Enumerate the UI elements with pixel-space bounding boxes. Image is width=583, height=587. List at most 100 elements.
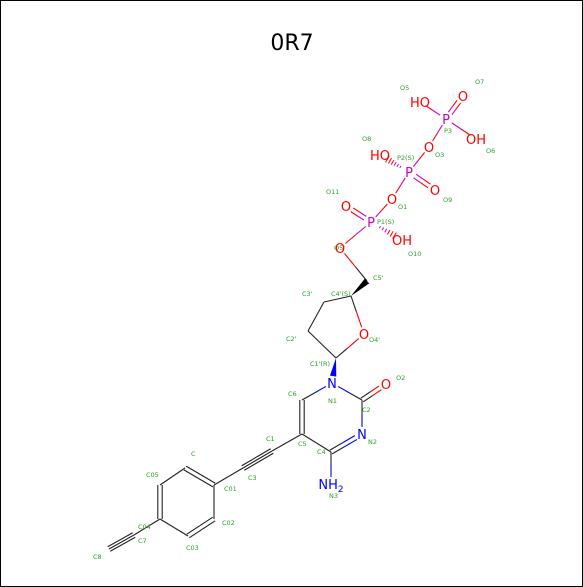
- bond-C7-C8: [107, 532, 136, 552]
- atom-name-C04: C04: [138, 523, 151, 531]
- atom-name-C6: C6: [288, 390, 297, 398]
- bond-P3-O3: [432, 124, 443, 142]
- atom-O8: HO: [370, 149, 390, 164]
- atom-name-O1: O1: [398, 203, 407, 211]
- atom-name-O6: O6: [486, 147, 495, 155]
- atom-name-C1p: C1'(R): [310, 360, 330, 368]
- bond-P1-O10: [378, 226, 397, 239]
- atom-name-P2: P2(S): [397, 154, 414, 162]
- atom-symbol: O: [387, 193, 397, 208]
- atom-name-O9: O9: [443, 196, 452, 204]
- atom-name-N1: N1: [328, 397, 337, 405]
- bond-C1p-N1: [329, 358, 337, 377]
- atom-name-O10: O10: [408, 250, 421, 258]
- atom-O7: O: [458, 90, 468, 105]
- atom-O5p: O: [335, 242, 345, 257]
- atom-name-O4p: O4': [369, 336, 380, 344]
- bond-P3-O7: [447, 99, 462, 116]
- atom-name-O5p: O5': [334, 244, 345, 252]
- atom-O3: O: [424, 141, 434, 156]
- atom-O10: OH: [392, 234, 412, 249]
- atom-symbol: N: [327, 377, 337, 392]
- atom-name-C2p: C2': [286, 335, 297, 343]
- atom-symbol: O: [424, 141, 434, 156]
- atom-name-P3: P3: [444, 127, 452, 135]
- atom-N1: N: [327, 377, 337, 392]
- bond-O5p-C5p: [344, 253, 368, 282]
- atom-symbol: HO: [370, 149, 390, 164]
- bond-C2p-C1p: [307, 330, 337, 359]
- atom-name-C3p: C3': [302, 290, 313, 298]
- bond-C3p-C2p: [307, 301, 325, 332]
- atom-symbol: O: [335, 242, 345, 257]
- bond-P1-O11: [350, 207, 367, 221]
- atom-O6: OH: [466, 133, 486, 148]
- atom-symbol: P: [442, 113, 450, 128]
- bond-C4p-O4p: [350, 295, 363, 328]
- bond-C6-N1: [301, 385, 327, 401]
- bond-C1p-O4p: [335, 338, 360, 359]
- diagram-title: 0R7: [270, 31, 313, 56]
- atom-name-O2: O2: [396, 374, 405, 382]
- bond-O3-P2: [412, 152, 426, 167]
- atom-name-O8: O8: [362, 135, 371, 143]
- atom-name-C2: C2: [362, 406, 371, 414]
- bond-C-C05: [159, 467, 186, 486]
- atom-symbol: O: [458, 90, 468, 105]
- atom-name-C5: C5: [298, 440, 307, 448]
- atom-O1: O: [387, 193, 397, 208]
- atom-symbol: O: [381, 378, 391, 393]
- atom-N2: N: [357, 428, 367, 443]
- bond-C05-C04: [157, 485, 163, 519]
- bond-C4p-C5p: [351, 278, 370, 296]
- atom-symbol: HO: [410, 96, 430, 111]
- atom-symbol: O: [359, 328, 369, 343]
- bond-C2-O2: [360, 385, 382, 403]
- atom-O5: HO: [410, 96, 430, 111]
- bond-C03-C02: [186, 516, 216, 539]
- bond-C4-C5: [301, 433, 332, 453]
- atom-name-O3: O3: [435, 151, 444, 159]
- atom-O11: O: [341, 200, 351, 215]
- bond-P3-O5: [425, 105, 441, 116]
- bond-N1-C2: [337, 385, 363, 401]
- atom-name-C01: C01: [224, 485, 237, 493]
- bond-P2-O8: [385, 155, 402, 169]
- atom-name-C1: C1: [266, 435, 275, 443]
- bond-C04-C7: [133, 518, 161, 536]
- bond-P1-O5p: [345, 226, 366, 244]
- atom-symbol: OH: [466, 133, 486, 148]
- bond-C5-C6: [299, 400, 305, 434]
- atom-name-C03: C03: [186, 544, 199, 552]
- atom-name-C4p: C4'(S): [331, 290, 351, 298]
- atom-symbol: N: [357, 428, 367, 443]
- atom-name-C05: C05: [146, 471, 159, 479]
- atom-name-C02: C02: [222, 519, 235, 527]
- bond-C4p-C3p: [323, 295, 352, 303]
- bond-C04-C03: [159, 518, 189, 537]
- atom-symbol: O: [341, 200, 351, 215]
- atom-O9: O: [430, 184, 440, 199]
- bond-P2-O9: [413, 173, 431, 189]
- atom-name-O5: O5: [400, 84, 409, 92]
- atom-name-C4: C4: [317, 448, 326, 456]
- bond-P3-O6: [451, 122, 471, 136]
- atom-symbol: NH2: [318, 478, 343, 495]
- atom-P3: P: [442, 113, 450, 128]
- atom-name-N3: N3: [329, 492, 338, 500]
- atom-P1: P: [367, 216, 375, 231]
- atom-name-C3: C3: [248, 474, 257, 482]
- atom-name-P1: P1(S): [377, 218, 394, 226]
- atom-O4p: O: [359, 328, 369, 343]
- bond-C3-C01: [213, 467, 244, 486]
- atom-name-N2: N2: [368, 438, 377, 446]
- atom-name-C7: C7: [138, 537, 147, 545]
- atom-name-C: C: [191, 450, 196, 458]
- bond-C5-C1: [271, 433, 303, 452]
- bond-N2-C4: [329, 435, 358, 455]
- atom-name-O7: O7: [475, 78, 484, 86]
